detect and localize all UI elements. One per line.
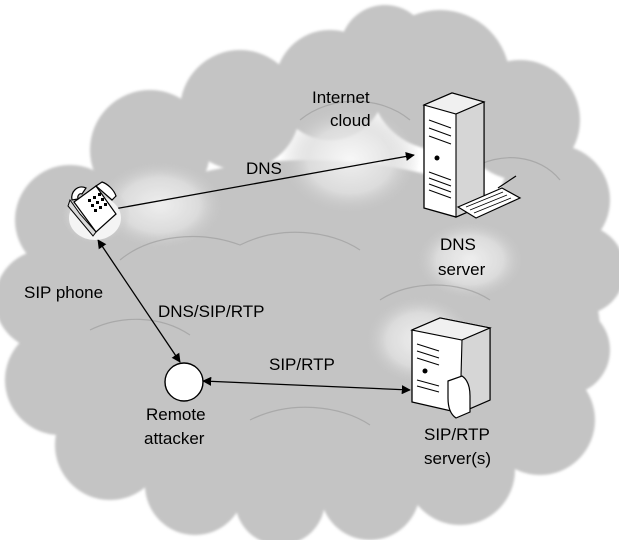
sip-rtp-link-label: SIP/RTP bbox=[269, 355, 335, 374]
cloud-label-line1: Internet bbox=[312, 88, 370, 107]
cloud-icon bbox=[0, 5, 619, 540]
attacker-label-line2: attacker bbox=[144, 429, 205, 448]
attacker-circle-icon bbox=[164, 362, 204, 402]
sip-rtp-link-line bbox=[202, 376, 411, 395]
dns-server-label-line1: DNS bbox=[440, 235, 476, 254]
telephone-icon bbox=[67, 181, 121, 240]
cloud-label-line2: cloud bbox=[330, 111, 371, 130]
dns-server-label-line2: server bbox=[438, 260, 486, 279]
sip-phone-label: SIP phone bbox=[24, 283, 103, 302]
sip-server-label-line2: server(s) bbox=[424, 449, 491, 468]
attacker-label-line1: Remote bbox=[146, 405, 206, 424]
sip-server-label-line1: SIP/RTP bbox=[424, 425, 490, 444]
sip-rtp-server-icon bbox=[410, 317, 492, 419]
dns-link-label: DNS bbox=[246, 159, 282, 178]
attacker-link-label: DNS/SIP/RTP bbox=[158, 302, 264, 321]
dns-server-icon bbox=[422, 92, 522, 219]
attacker-link-line bbox=[97, 239, 181, 363]
dns-link-line bbox=[102, 151, 415, 215]
